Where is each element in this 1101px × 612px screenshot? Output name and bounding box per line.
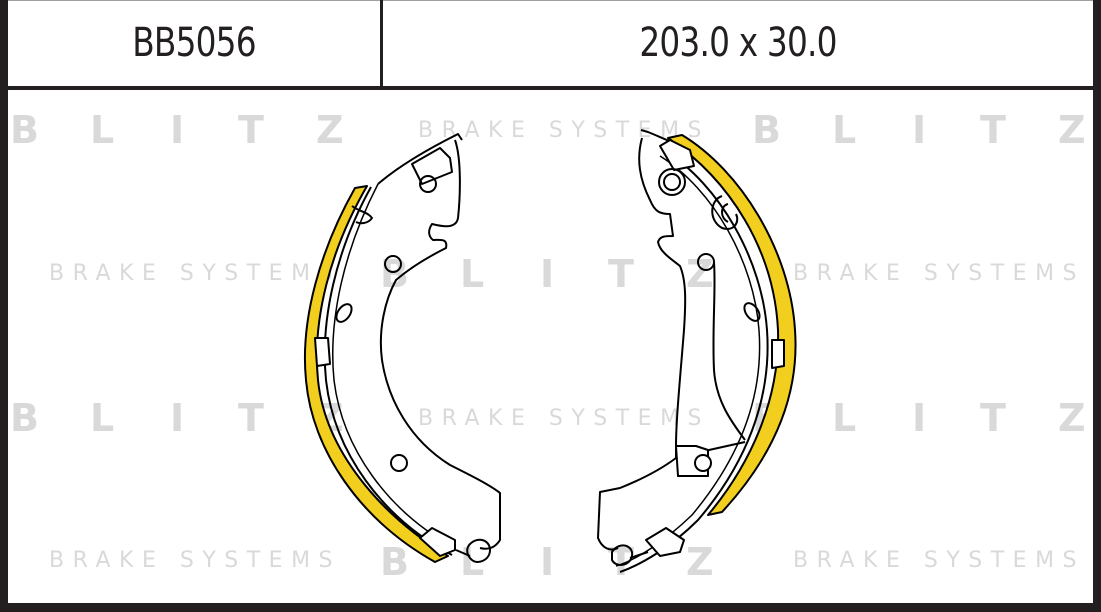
left-lining <box>303 185 449 563</box>
left-brake-shoe <box>303 133 501 563</box>
part-number: BB5056 <box>132 20 256 66</box>
right-brake-shoe <box>597 129 797 573</box>
top-border <box>0 0 1101 1</box>
left-border <box>0 0 8 612</box>
header-separator <box>0 86 1101 90</box>
right-lining <box>667 134 797 516</box>
header-divider <box>380 0 383 88</box>
right-border <box>1093 0 1101 612</box>
bottom-border <box>0 603 1101 612</box>
dimensions: 203.0 x 30.0 <box>639 20 837 66</box>
